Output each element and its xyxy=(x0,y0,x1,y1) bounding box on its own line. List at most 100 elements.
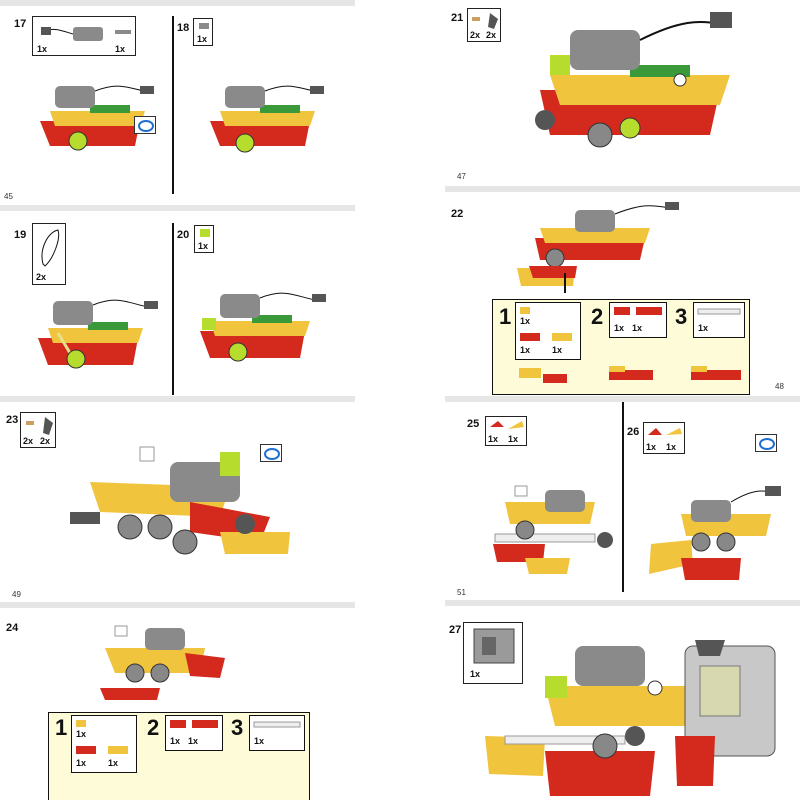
qty-label: 1x xyxy=(37,44,48,54)
sub-assembly-panel: 1 1x 1x 1x 2 1x 1x 3 1x xyxy=(48,712,310,800)
sub-assembly-panel: 1 1x 1x 1x 2 1x 1x 3 1x xyxy=(492,299,750,395)
page-separator xyxy=(0,602,355,608)
model-illustration xyxy=(517,202,679,293)
step-number: 23 xyxy=(6,414,19,426)
page-number: 51 xyxy=(457,588,466,597)
model-illustration xyxy=(38,299,158,369)
sub-parts-callout: 1x 1x xyxy=(165,715,223,751)
qty-label: 1x xyxy=(520,345,531,355)
step-number: 17 xyxy=(14,18,27,30)
peg-part-icon xyxy=(199,23,209,29)
model-illustration xyxy=(493,485,613,574)
sub-parts-callout: 1x 1x 1x xyxy=(71,715,137,773)
step-number: 26 xyxy=(627,426,640,438)
page-number: 47 xyxy=(457,172,466,181)
qty-label: 1x xyxy=(552,345,563,355)
qty-label: 1x xyxy=(76,758,87,768)
qty-label: 1x xyxy=(170,736,181,746)
axle-and-wheel-part-icon xyxy=(472,13,498,29)
parts-callout: 2x xyxy=(32,223,66,285)
page-number: 45 xyxy=(4,192,13,201)
substep-number: 3 xyxy=(675,304,688,329)
page-48: 22 1 1x 1x 1x 2 1x 1x 3 1x xyxy=(445,192,800,396)
qty-label: 2x xyxy=(40,436,51,446)
step-number: 18 xyxy=(177,22,190,34)
page-steps-19-20: 19 2x 20 1x xyxy=(0,211,355,396)
slope-brick-parts-icon xyxy=(490,421,524,429)
step-number: 22 xyxy=(451,208,464,220)
battery-box-part-icon xyxy=(473,628,515,664)
qty-label: 1x xyxy=(666,442,677,452)
page-separator xyxy=(0,0,355,6)
qty-label: 1x xyxy=(115,44,126,54)
qty-label: 1x xyxy=(614,323,625,333)
step-number: 19 xyxy=(14,229,27,241)
qty-label: 1x xyxy=(520,316,531,326)
step-divider xyxy=(172,16,174,194)
rotate-icon xyxy=(755,434,777,452)
substep-number: 1 xyxy=(499,304,512,329)
page-number: 48 xyxy=(775,382,784,391)
red-brick-parts-icon xyxy=(614,307,662,315)
parts-callout: 1x xyxy=(194,225,214,253)
page-separator xyxy=(445,600,800,606)
step-number: 20 xyxy=(177,229,190,241)
page-51: 25 1x 1x 26 1x 1x 51 xyxy=(445,402,800,600)
step-number: 24 xyxy=(6,622,19,634)
motor-part-icon xyxy=(41,27,131,41)
qty-label: 2x xyxy=(486,30,497,40)
page-separator xyxy=(0,396,355,402)
parts-callout: 1x xyxy=(193,18,213,46)
parts-callout: 1x xyxy=(463,622,523,684)
model-illustration xyxy=(200,292,326,362)
model-illustration xyxy=(210,85,324,153)
qty-label: 1x xyxy=(254,736,265,746)
qty-label: 2x xyxy=(36,272,47,282)
model-illustration xyxy=(70,446,290,555)
qty-label: 1x xyxy=(508,434,519,444)
parts-callout: 2x 2x xyxy=(467,8,501,42)
page-separator xyxy=(445,186,800,192)
model-illustration xyxy=(100,625,225,700)
qty-label: 1x xyxy=(197,34,208,44)
qty-label: 1x xyxy=(188,736,199,746)
qty-label: 1x xyxy=(108,758,119,768)
step-divider xyxy=(622,402,624,592)
model-illustration xyxy=(40,85,154,151)
qty-label: 1x xyxy=(646,442,657,452)
plate-part-icon xyxy=(253,721,301,728)
slope-brick-parts-icon xyxy=(648,428,682,435)
qty-label: 1x xyxy=(632,323,643,333)
sub-parts-callout: 1x xyxy=(249,715,305,751)
qty-label: 1x xyxy=(470,669,481,679)
page-47: 21 2x 2x 47 xyxy=(445,0,800,186)
rotate-icon xyxy=(134,116,156,134)
model-illustration xyxy=(535,12,732,148)
parts-callout: 2x 2x xyxy=(20,412,56,448)
step-number: 21 xyxy=(451,12,464,24)
substep-number: 3 xyxy=(231,715,244,740)
red-brick-parts-icon xyxy=(170,720,218,728)
sub-parts-callout: 1x 1x xyxy=(609,302,667,338)
substep-number: 1 xyxy=(55,715,68,740)
lime-brick-part-icon xyxy=(200,229,210,237)
page-separator xyxy=(445,396,800,402)
parts-callout: 1x 1x xyxy=(485,416,527,446)
step-number: 25 xyxy=(467,418,480,430)
page-separator xyxy=(355,0,445,800)
qty-label: 1x xyxy=(488,434,499,444)
page-49: 23 2x 2x 49 xyxy=(0,402,355,602)
step-number: 27 xyxy=(449,624,462,636)
page-step-24: 24 1 1x 1x 1x 2 1x 1x 3 1x xyxy=(0,608,355,800)
rotate-icon xyxy=(260,444,282,462)
step-divider xyxy=(172,223,174,395)
sub-parts-callout: 1x 1x 1x xyxy=(515,302,581,360)
sub-assembly-results xyxy=(519,366,741,383)
page-number: 49 xyxy=(12,590,21,599)
axle-and-wheel-part-icon xyxy=(26,417,53,435)
qty-label: 1x xyxy=(76,729,87,739)
page-step-27: 27 1x xyxy=(445,606,800,800)
parts-callout: 1x 1x xyxy=(32,16,136,56)
qty-label: 2x xyxy=(470,30,481,40)
brick-parts-icon xyxy=(520,307,572,341)
